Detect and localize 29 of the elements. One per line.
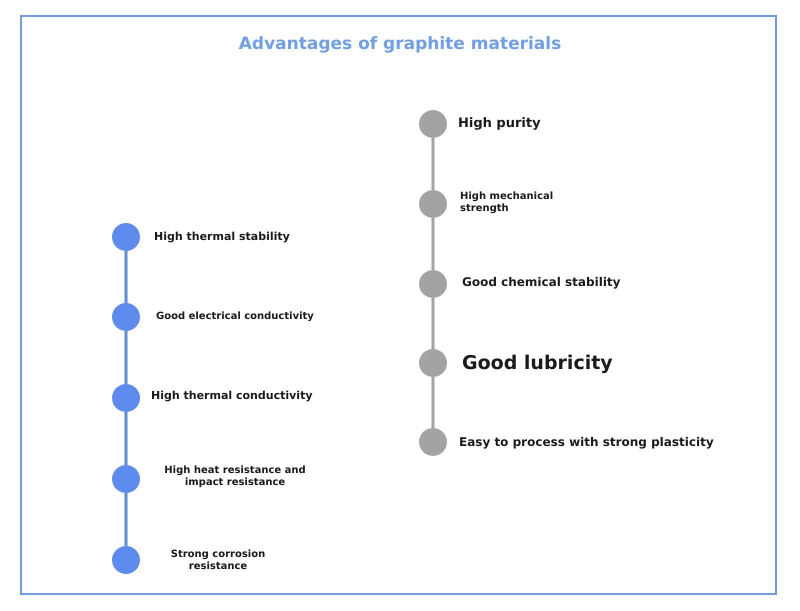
title: Advantages of graphite materials [238, 34, 562, 54]
item-label: Easy to process with strong plasticity [459, 434, 714, 450]
circle-marker [112, 546, 140, 574]
connector-line [432, 298, 434, 349]
connector-line [432, 138, 434, 190]
connector-line [432, 218, 434, 270]
item-label: Good lubricity [462, 352, 613, 374]
circle-marker [112, 223, 140, 251]
item-label: Strong corrosion resistance [170, 549, 266, 573]
connector-line [124, 251, 128, 303]
circle-marker [419, 190, 447, 218]
circle-marker [419, 110, 447, 138]
circle-marker [112, 303, 140, 331]
circle-marker [419, 349, 447, 377]
connector-line [432, 377, 434, 428]
circle-marker [112, 384, 140, 412]
circle-marker [419, 270, 447, 298]
item-label: Good chemical stability [462, 274, 620, 290]
item-label: High mechanical strength [460, 191, 554, 215]
item-label: High purity [458, 116, 541, 132]
connector-line [124, 331, 128, 384]
connector-line [124, 493, 128, 546]
item-label: High thermal stability [154, 230, 290, 244]
item-label: Good electrical conductivity [156, 311, 314, 323]
item-label: High thermal conductivity [151, 389, 313, 403]
circle-marker [112, 465, 140, 493]
connector-line [124, 412, 128, 465]
item-label: High heat resistance and impact resistance [163, 465, 307, 489]
circle-marker [419, 428, 447, 456]
